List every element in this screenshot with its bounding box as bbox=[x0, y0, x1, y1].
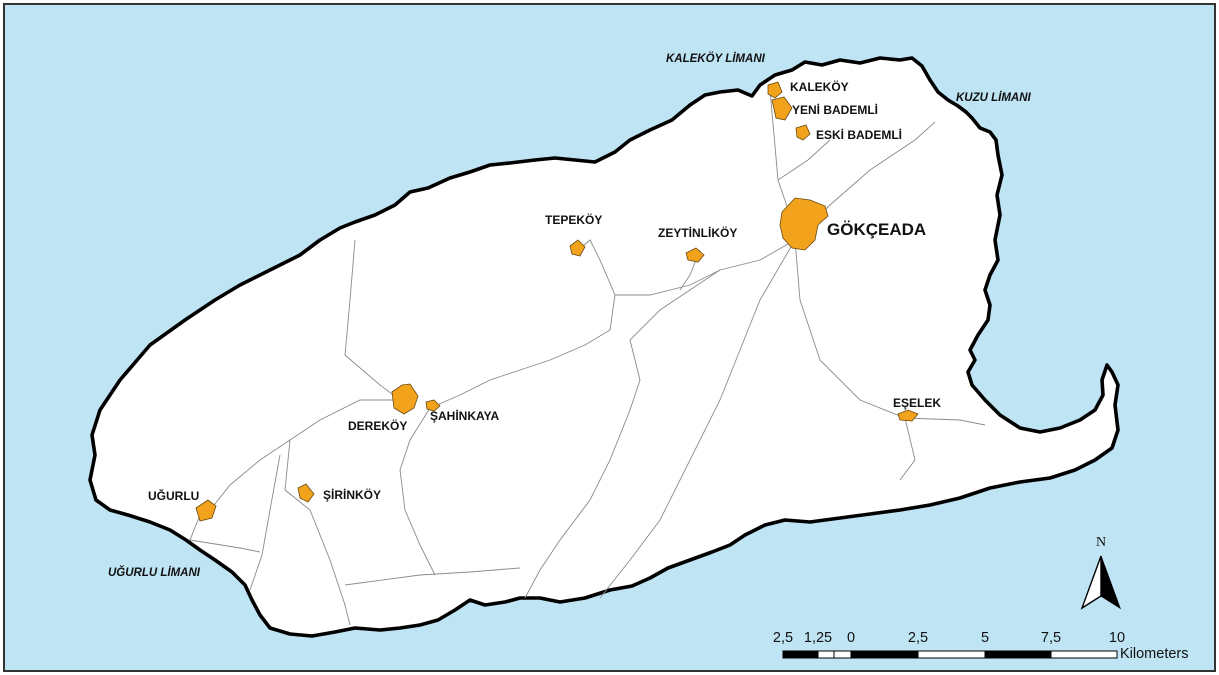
road bbox=[344, 567, 521, 586]
label-sahinkaya: ŞAHİNKAYA bbox=[430, 408, 499, 423]
label-ugurlu: UĞURLU bbox=[148, 488, 199, 503]
label-eski-bademli: ESKİ BADEMLİ bbox=[816, 127, 902, 142]
label-yeni-bademli: YENİ BADEMLİ bbox=[792, 102, 878, 117]
road bbox=[429, 294, 616, 409]
scale-tick-label: 0 bbox=[847, 630, 855, 646]
north-arrow-label: N bbox=[1096, 535, 1106, 550]
settlement-kalekoy bbox=[767, 81, 783, 99]
settlement-sirinkoy bbox=[297, 483, 315, 503]
road-network bbox=[189, 89, 986, 626]
place-labels: GÖKÇEADA KALEKÖY YENİ BADEMLİ ESKİ BADEM… bbox=[148, 79, 941, 503]
scale-bar-segment bbox=[850, 650, 919, 659]
settlement-sahinkaya bbox=[425, 399, 441, 412]
settlement-zeytinlikoy bbox=[685, 247, 705, 263]
road bbox=[189, 514, 261, 553]
island-landmass bbox=[88, 56, 1120, 638]
scale-tick-label: 2,5 bbox=[908, 630, 928, 646]
scale-bar: 2,5 1,25 0 2,5 5 7,5 10 Kilometers bbox=[773, 630, 1189, 662]
road bbox=[577, 239, 616, 296]
settlement-yeni-bademli bbox=[771, 96, 793, 121]
label-tepekoy: TEPEKÖY bbox=[545, 212, 602, 227]
road bbox=[249, 454, 281, 591]
label-kuzu-limani: KUZU LİMANI bbox=[956, 91, 1032, 104]
road bbox=[524, 269, 721, 599]
settlements bbox=[195, 81, 919, 522]
road bbox=[615, 239, 796, 296]
settlement-eselek bbox=[897, 409, 919, 422]
road bbox=[399, 407, 436, 576]
scale-bar-segment bbox=[984, 650, 1052, 659]
label-eselek: EŞELEK bbox=[893, 396, 941, 410]
settlement-gokceada bbox=[779, 197, 829, 251]
scale-tick-label: 7,5 bbox=[1041, 630, 1061, 646]
scale-bar-segment bbox=[817, 650, 835, 659]
road bbox=[344, 239, 401, 401]
settlement-derekoy bbox=[391, 383, 419, 415]
road bbox=[599, 239, 796, 599]
harbor-labels: KALEKÖY LİMANI KUZU LİMANI UĞURLU LİMANI bbox=[108, 52, 1032, 579]
label-ugurlu-limani: UĞURLU LİMANI bbox=[108, 566, 201, 579]
scale-tick-label: 10 bbox=[1109, 630, 1125, 646]
settlement-tepekoy bbox=[569, 239, 586, 257]
road bbox=[899, 417, 916, 481]
scale-bar-segment bbox=[1050, 650, 1118, 659]
scale-tick-label: 5 bbox=[981, 630, 989, 646]
scale-bar-segment bbox=[917, 650, 986, 659]
scale-bar-segment bbox=[782, 650, 819, 659]
label-sirinkoy: ŞİRİNKÖY bbox=[323, 487, 381, 502]
label-kalekoy: KALEKÖY bbox=[790, 79, 849, 94]
settlement-ugurlu bbox=[195, 499, 217, 522]
map-border bbox=[3, 3, 1216, 672]
scale-tick-label: 2,5 bbox=[773, 630, 793, 646]
scale-tick-label: 1,25 bbox=[804, 630, 832, 646]
road bbox=[794, 239, 906, 419]
road bbox=[777, 139, 831, 181]
scale-unit-label: Kilometers bbox=[1120, 646, 1189, 662]
road bbox=[904, 417, 986, 426]
label-zeytinlikoy: ZEYTİNLİKÖY bbox=[658, 225, 737, 240]
label-kalekoy-limani: KALEKÖY LİMANI bbox=[666, 52, 766, 65]
label-derekoy: DEREKÖY bbox=[348, 418, 407, 433]
north-arrow: N bbox=[1080, 535, 1121, 610]
label-gokceada: GÖKÇEADA bbox=[827, 220, 926, 239]
settlement-eski-bademli bbox=[795, 124, 811, 141]
road bbox=[284, 439, 351, 626]
north-arrow-icon-left bbox=[1080, 555, 1102, 610]
